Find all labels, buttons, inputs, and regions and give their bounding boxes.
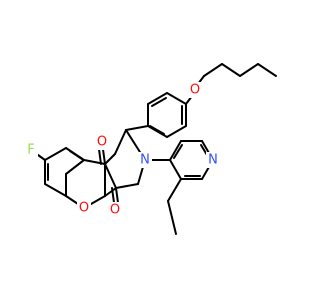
atom-bg-n-pyridine <box>206 152 220 168</box>
atom-bg-o-ether <box>188 82 202 98</box>
atom-o-amide: O <box>110 203 120 218</box>
atom-n-pyridine: N <box>208 153 218 168</box>
atom-bg-o-amide <box>108 202 122 218</box>
atom-n-lactam: N <box>140 153 150 168</box>
atom-labels: O O N N O O F <box>24 82 220 218</box>
atom-bg-o-ketone <box>95 134 109 150</box>
atom-bg-fluorine <box>24 142 38 158</box>
bond-lines <box>30 63 277 235</box>
atom-o-ring: O <box>79 201 89 216</box>
atom-o-ether: O <box>190 83 200 98</box>
atom-f: F <box>27 143 34 158</box>
atom-bg-o-ring <box>77 200 91 216</box>
molecule-structure: O O N N O O F <box>24 63 277 235</box>
atom-bg-n-lactam <box>138 152 152 168</box>
atom-o-ketone: O <box>97 135 107 150</box>
